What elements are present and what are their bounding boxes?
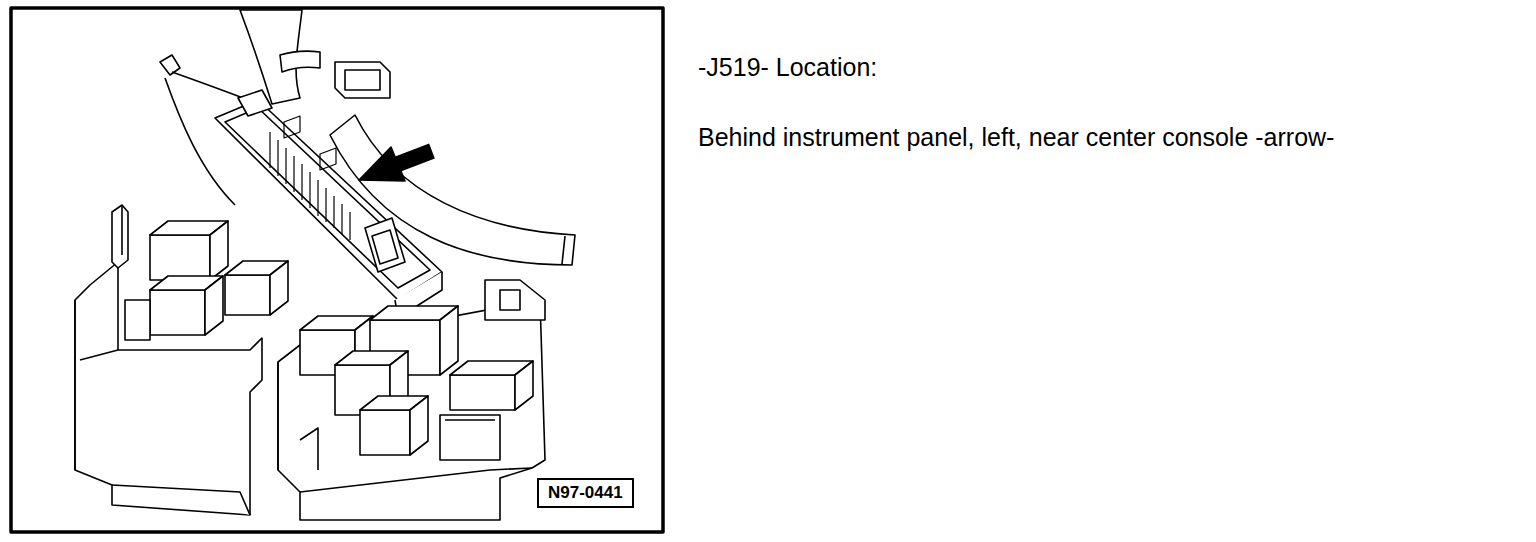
lower-housing	[74, 300, 76, 470]
connector-block	[372, 230, 398, 264]
left-bracket	[112, 205, 128, 268]
connector-block	[365, 218, 405, 272]
left-relays	[225, 275, 270, 315]
left-relays	[270, 261, 288, 315]
connector-block	[238, 90, 272, 116]
left-bracket	[160, 55, 180, 75]
right-relays	[300, 306, 533, 460]
lower-housing	[500, 290, 520, 310]
lower-housing	[485, 280, 545, 320]
side-cable	[330, 115, 575, 265]
figure-number-box: N97-0441	[537, 478, 634, 508]
right-relays	[450, 375, 515, 410]
left-bracket	[121, 205, 123, 255]
left-relays	[150, 235, 210, 280]
right-relays	[445, 419, 495, 421]
side-cable	[330, 115, 575, 265]
lower-housing	[75, 262, 545, 520]
lower-housing	[112, 485, 250, 515]
right-relays	[440, 415, 500, 460]
right-relays	[440, 306, 458, 375]
left-relays	[150, 290, 205, 335]
location-note: Behind instrument panel, left, near cent…	[698, 122, 1518, 152]
top-cable	[335, 62, 390, 98]
figure-frame	[11, 8, 663, 532]
top-cable	[280, 51, 320, 72]
connector-block	[320, 148, 336, 170]
left-relays	[205, 276, 223, 335]
location-arrow	[398, 151, 432, 164]
lower-housing	[80, 350, 118, 360]
connector-block	[341, 204, 342, 234]
lower-housing	[277, 362, 279, 470]
figure-number: N97-0441	[548, 483, 623, 503]
location-heading: -J519- Location:	[698, 52, 1518, 82]
connector-block	[269, 132, 270, 168]
lower-housing	[278, 300, 545, 520]
location-arrow	[359, 147, 405, 181]
connector-block	[284, 116, 300, 138]
left-relays	[210, 221, 228, 280]
connector-block	[293, 156, 294, 192]
connector-block	[333, 196, 334, 228]
left-bracket	[172, 72, 248, 100]
left-bracket	[165, 78, 235, 205]
location-arrow	[359, 147, 432, 181]
lower-housing	[300, 468, 532, 492]
connector-block	[301, 164, 302, 200]
left-relays	[125, 221, 288, 340]
right-relays	[515, 361, 533, 410]
lower-housing	[300, 428, 318, 470]
connector-block	[325, 188, 326, 222]
connector-block	[349, 212, 350, 240]
connector-block	[277, 140, 278, 176]
right-relays	[360, 410, 410, 455]
connector-block	[309, 172, 310, 208]
right-relays	[410, 396, 428, 455]
top-cable	[345, 70, 380, 90]
connector-block	[285, 148, 286, 184]
side-cable	[562, 236, 565, 264]
left-relays	[125, 300, 150, 340]
connector-block	[317, 180, 318, 216]
